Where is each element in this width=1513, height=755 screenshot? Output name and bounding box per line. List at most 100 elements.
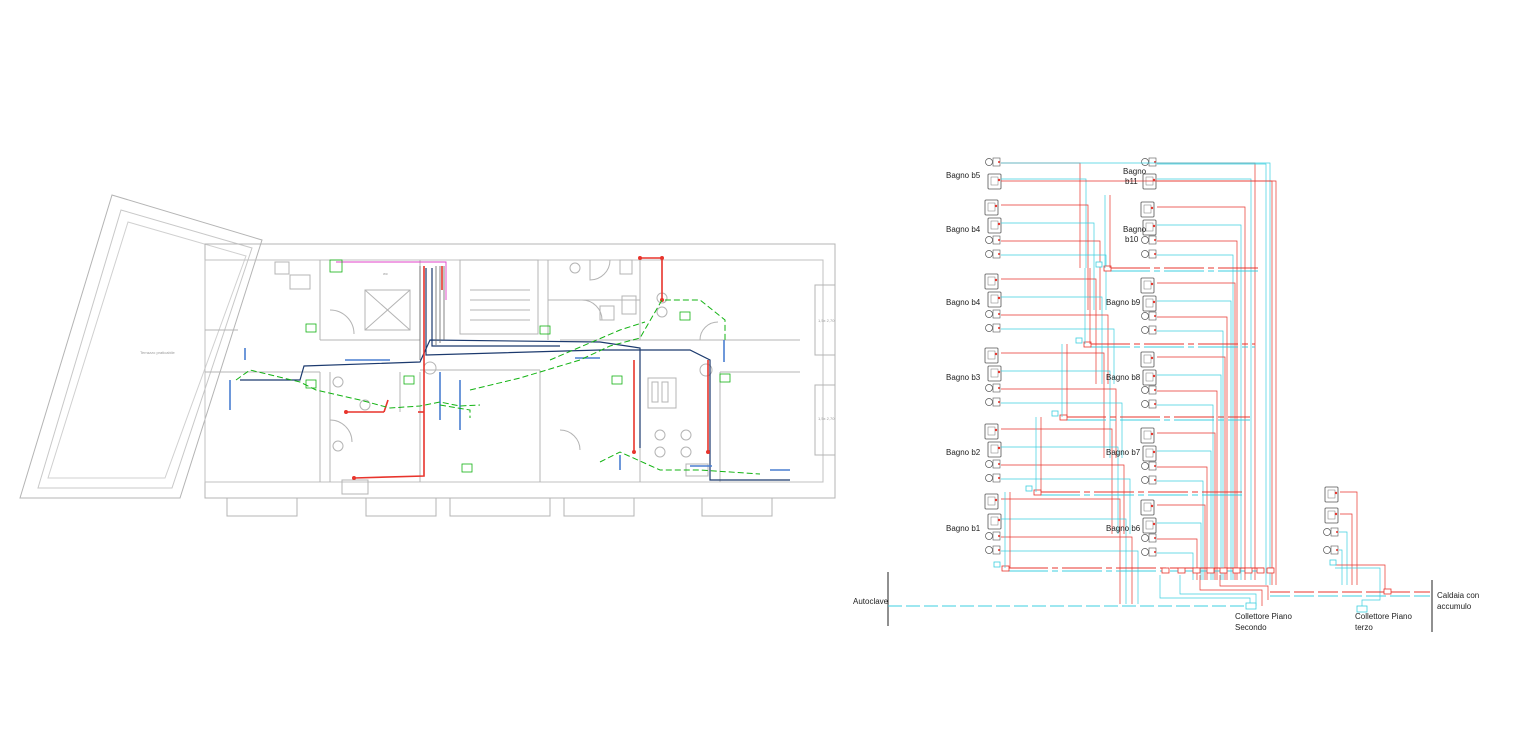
- fixture-left-5-2-inner: [990, 444, 999, 454]
- fixture-left-4-4: [985, 398, 993, 406]
- fixture-right-5-1-hot-tap: [1150, 432, 1154, 436]
- line-top-cold-right: [1157, 163, 1267, 585]
- pipe-red-nodes: [344, 256, 710, 480]
- pipe-gas-green: [235, 299, 761, 475]
- fixture-left-4-1-inner: [987, 350, 996, 360]
- fixture-left-2-4-branch: [1001, 254, 1107, 310]
- fixture-left-6-4-tap: [998, 549, 1000, 551]
- line-top-cold: [1001, 162, 1271, 585]
- collector-second-box: [1245, 602, 1257, 610]
- collector-manifold-2: [1177, 567, 1186, 574]
- fixture-left-4-4-branch: [1001, 402, 1123, 458]
- manifold-level-1: [1103, 265, 1112, 272]
- collector-manifold-8: [1256, 567, 1265, 574]
- fixture-left-6-3-branch: [1001, 536, 1133, 604]
- fixture-left-3-4: [985, 324, 993, 332]
- bathroom-label-b7: Bagno b7: [1106, 448, 1141, 457]
- fixture-right-2-3: [1141, 236, 1149, 244]
- fixture-left-5-2-branch: [1001, 446, 1119, 534]
- pipe-blue: [229, 340, 790, 471]
- fixture-left-3-2: [987, 291, 1002, 308]
- fixture-right-4-1: [1140, 351, 1155, 368]
- fixture-left-5-3: [985, 460, 993, 468]
- third-valve: [1329, 559, 1337, 566]
- bathroom-label-b8: Bagno b8: [1106, 373, 1141, 382]
- third-branch-cold-1: [1339, 531, 1348, 585]
- collector-manifold-3: [1192, 567, 1201, 574]
- collector-manifold-4: [1206, 567, 1215, 574]
- fixture-left-6-2-inner: [990, 516, 999, 526]
- valve-level-4: [1025, 485, 1033, 492]
- fixture-left-5-4-tap: [998, 477, 1000, 479]
- fixture-left-2-1-branch: [1001, 204, 1089, 310]
- line-top-hot: [1001, 180, 1277, 585]
- fixture-right-5-3: [1141, 462, 1149, 470]
- fixture-left-5-3-tap: [998, 463, 1000, 465]
- fixture-third-1-inner: [1327, 489, 1336, 499]
- fixture-left-5-1-inner: [987, 426, 996, 436]
- fixture-right-5-2: [1142, 445, 1157, 462]
- fixture-left-2-1-hot-tap: [994, 204, 998, 208]
- fixture-left-2-3-tap: [998, 239, 1000, 241]
- fixture-left-3-2-inner: [990, 294, 999, 304]
- valve-level-3: [1051, 410, 1059, 417]
- bathroom-label-b9: Bagno b9: [1106, 298, 1141, 307]
- fixture-right-2-1-riser: [1157, 206, 1246, 580]
- fixture-right-4-1-inner: [1143, 354, 1152, 364]
- fixture-right-4-3-tap: [1154, 389, 1156, 391]
- fixture-left-3-1-inner: [987, 276, 996, 286]
- fixture-right-6-2-riser: [1157, 522, 1202, 580]
- fixture-left-4-2: [987, 365, 1002, 382]
- fixture-left-3-3: [985, 310, 993, 318]
- fixture-right-5-2-riser: [1157, 450, 1212, 580]
- fixture-right-6-2: [1142, 517, 1157, 534]
- room-label-balcony-1: 1,5x 2,70: [818, 318, 835, 323]
- fixture-left-5-4: [985, 474, 993, 482]
- collector-manifold-1: [1161, 567, 1170, 574]
- collector-manifold-7: [1244, 567, 1253, 574]
- bathroom-label-b3: Bagno b3: [946, 373, 981, 382]
- fixture-right-6-4-riser: [1157, 552, 1194, 580]
- boiler-valve: [1383, 588, 1392, 595]
- room-label-wc: wc: [383, 271, 388, 276]
- fixture-left-2-1-inner: [987, 202, 996, 212]
- fixture-right-6-1-riser: [1157, 504, 1206, 580]
- fixture-right-2-1: [1140, 201, 1155, 218]
- fixture-left-4-1: [984, 347, 999, 364]
- fixture-left-6-4-branch: [1001, 550, 1139, 604]
- fixture-right-6-3-tap: [1154, 537, 1156, 539]
- fixture-left-4-3-tap: [998, 387, 1000, 389]
- fixture-left-1-2-hot-tap: [997, 178, 1001, 182]
- fixture-left-5-1: [984, 423, 999, 440]
- autoclave-label: Autoclave: [853, 597, 889, 606]
- fixture-right-2-2-hot-tap: [1152, 224, 1156, 228]
- fixture-left-3-3-branch: [1001, 314, 1109, 384]
- fixture-right-3-4: [1141, 326, 1149, 334]
- bathroom-label-b4-lower: Bagno b4: [946, 298, 981, 307]
- collector-down-cold-2: [1179, 575, 1257, 606]
- fixture-third-2-hot-tap: [1334, 512, 1338, 516]
- fixture-right-2-1-inner: [1143, 204, 1152, 214]
- fixture-right-3-4-riser: [1157, 330, 1224, 580]
- fixture-left-2-2-inner: [990, 220, 999, 230]
- fixture-third-1-hot-tap: [1334, 491, 1338, 495]
- bathroom-label-b2: Bagno b2: [946, 448, 981, 457]
- fixture-left-1-2-branch: [1001, 178, 1087, 268]
- third-branch-cold-2: [1339, 549, 1343, 585]
- fixture-right-1-1-tap: [1154, 161, 1156, 163]
- fixture-right-4-4: [1141, 400, 1149, 408]
- manifold-level-4: [1033, 489, 1042, 496]
- fixture-right-5-3-tap: [1154, 465, 1156, 467]
- fixture-left-5-1-hot-tap: [994, 428, 998, 432]
- fixture-right-6-1: [1140, 499, 1155, 516]
- manifold-level-3: [1059, 414, 1068, 421]
- collector-second-label-2: Secondo: [1235, 623, 1267, 632]
- bathroom-label-b5: Bagno b5: [946, 171, 981, 180]
- fixture-right-5-1-inner: [1143, 430, 1152, 440]
- fixture-left-4-3-branch: [1001, 388, 1117, 458]
- fixture-left-6-2: [987, 513, 1002, 530]
- fixture-left-2-2: [987, 217, 1002, 234]
- fixture-right-6-1-inner: [1143, 502, 1152, 512]
- fixture-left-2-3-branch: [1001, 240, 1101, 310]
